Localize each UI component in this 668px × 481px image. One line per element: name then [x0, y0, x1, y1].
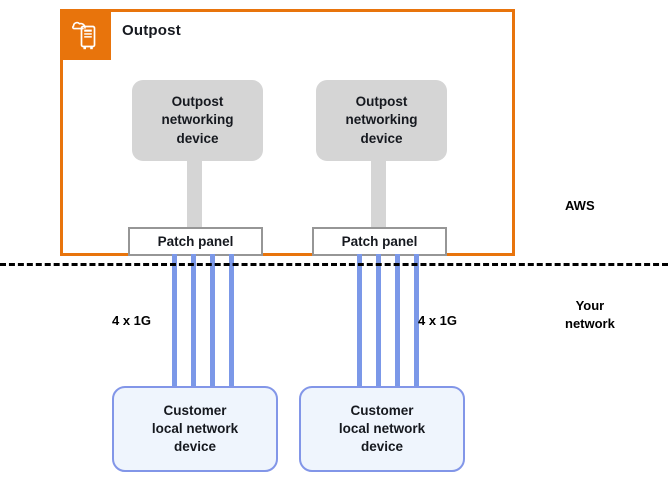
- link-speed-label-left: 4 x 1G: [112, 313, 152, 328]
- device-patchpanel-connector-right: [371, 158, 386, 230]
- zone-label-aws: AWS: [565, 198, 595, 213]
- network-cable-left-1: [172, 254, 177, 388]
- network-cable-right-4: [414, 254, 419, 388]
- patch-panel-right-label: Patch panel: [341, 234, 418, 249]
- aws-network-boundary-line: [0, 263, 668, 266]
- network-cable-right-3: [395, 254, 400, 388]
- outpost-rack-cloud-icon: [63, 12, 111, 60]
- network-cable-left-3: [210, 254, 215, 388]
- patch-panel-left: Patch panel: [128, 227, 263, 256]
- patch-panel-right: Patch panel: [312, 227, 447, 256]
- network-cable-right-1: [357, 254, 362, 388]
- device-patchpanel-connector-left: [187, 158, 202, 230]
- patch-panel-left-label: Patch panel: [157, 234, 234, 249]
- link-speed-label-right: 4 x 1G: [418, 313, 458, 328]
- outpost-container: [60, 9, 515, 256]
- network-cable-left-4: [229, 254, 234, 388]
- network-cable-left-2: [191, 254, 196, 388]
- outpost-title: Outpost: [122, 22, 181, 39]
- network-cable-right-2: [376, 254, 381, 388]
